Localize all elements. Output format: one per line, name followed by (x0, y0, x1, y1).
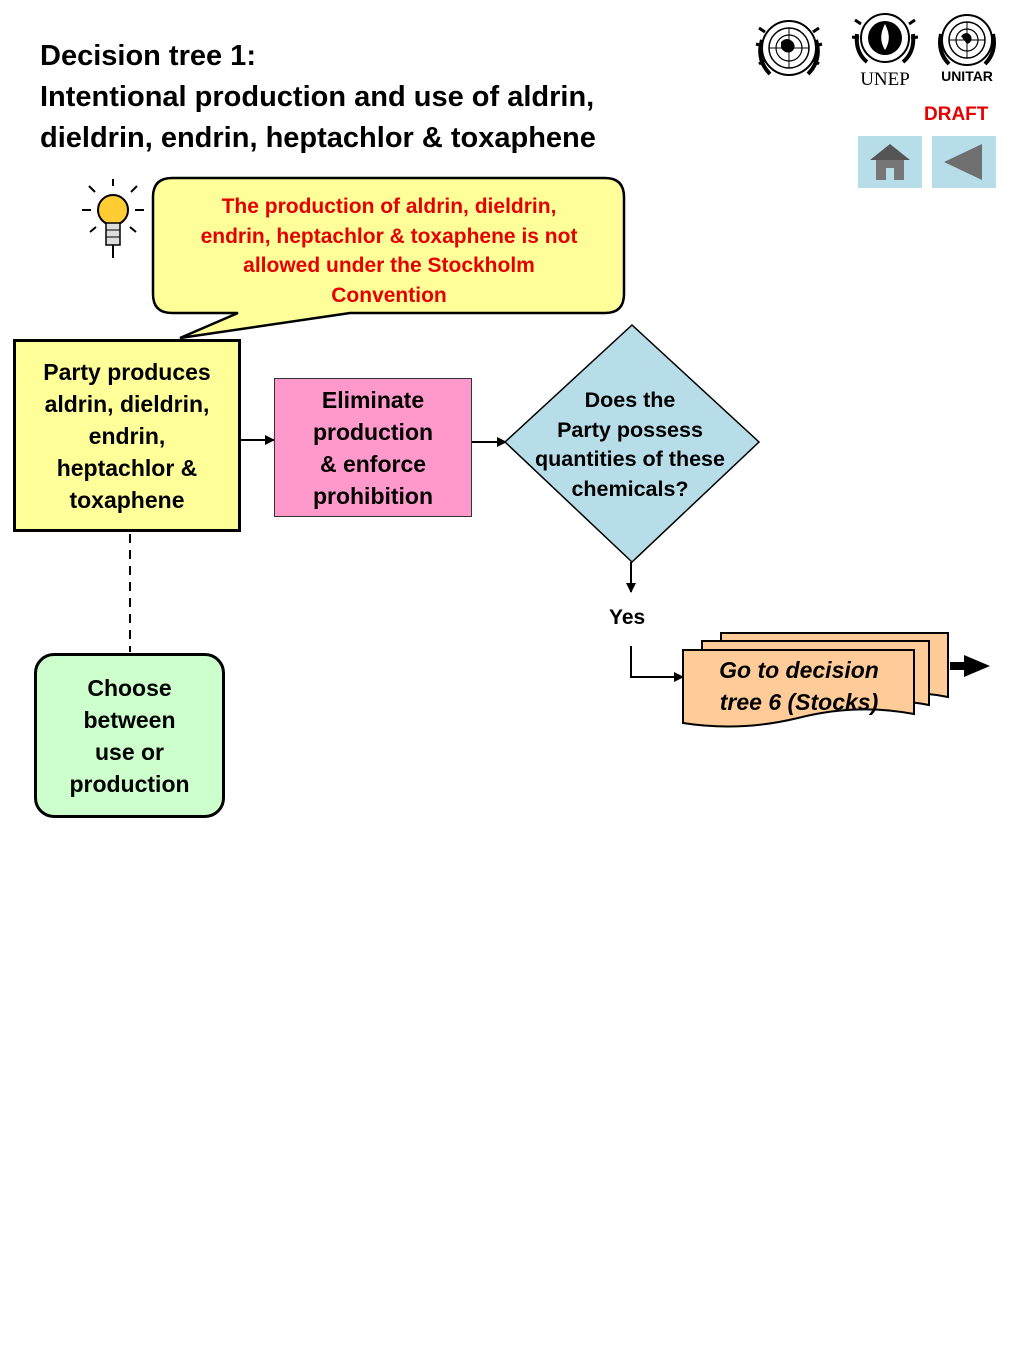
eliminate-line-3: & enforce (319, 450, 427, 477)
party-line-3: endrin, (88, 422, 166, 449)
logo-group: UNEP UNITAR (755, 8, 1005, 90)
party-line-5: toxaphene (69, 486, 185, 513)
page-title: Decision tree 1: Intentional production … (40, 36, 740, 159)
tip-callout-text: The production of aldrin, dieldrin, endr… (160, 192, 618, 310)
home-icon (858, 136, 922, 188)
eliminate-production-box: Eliminate production & enforce prohibiti… (274, 378, 472, 517)
party-produces-box: Party produces aldrin, dieldrin, endrin,… (13, 339, 241, 532)
party-line-4: heptachlor & (56, 454, 198, 481)
goto-decision-tree-6-link[interactable]: Go to decision tree 6 (Stocks) (683, 654, 915, 718)
unep-logo-text: UNEP (860, 69, 910, 90)
party-line-2: aldrin, dieldrin, (44, 390, 210, 417)
choose-line-3: use or (94, 738, 165, 765)
tip-line-3: allowed under the Stockholm (243, 254, 535, 277)
title-line-2: Intentional production and use of aldrin… (40, 81, 595, 113)
un-emblem-logo (755, 20, 823, 76)
unitar-logo-text: UNITAR (941, 68, 993, 84)
tip-line-2: endrin, heptachlor & toxaphene is not (200, 224, 578, 248)
question-line-3: quantities of these (535, 447, 725, 471)
choose-line-4: production (69, 770, 190, 797)
question-line-1: Does the (584, 388, 676, 412)
title-line-1: Decision tree 1: (40, 40, 256, 72)
back-arrow-icon (932, 136, 996, 188)
arrow-yes-to-goto (630, 646, 684, 682)
goto-next-arrow (950, 655, 990, 677)
question-line-2: Party possess (557, 417, 703, 442)
eliminate-line-1: Eliminate (321, 386, 425, 413)
choose-use-or-production-box: Choose between use or production (34, 653, 225, 818)
tip-line-1: The production of aldrin, dieldrin, (221, 195, 557, 218)
choose-line-1: Choose (87, 674, 172, 701)
unep-logo (851, 13, 919, 64)
tip-callout-bubble (151, 176, 626, 340)
goto-line-2: tree 6 (Stocks) (719, 689, 879, 715)
eliminate-line-2: production (312, 418, 434, 445)
goto-line-1: Go to decision (719, 657, 879, 683)
yes-label: Yes (609, 606, 646, 629)
home-button[interactable] (858, 136, 922, 188)
question-line-4: chemicals? (571, 476, 689, 501)
choose-line-2: between (83, 706, 176, 733)
lightbulb-icon (82, 179, 144, 258)
draft-label: DRAFT (924, 104, 989, 125)
title-line-3: dieldrin, endrin, heptachlor & toxaphene (40, 122, 596, 154)
unitar-logo (938, 14, 996, 66)
goto-document-stack (682, 632, 949, 728)
eliminate-line-4: prohibition (312, 482, 434, 509)
party-line-1: Party produces (43, 358, 211, 385)
question-text: Does the Party possess quantities of the… (515, 386, 745, 504)
logos-svg: UNEP UNITAR (755, 13, 996, 90)
back-button[interactable] (932, 136, 996, 188)
tip-line-4: Convention (331, 283, 447, 307)
